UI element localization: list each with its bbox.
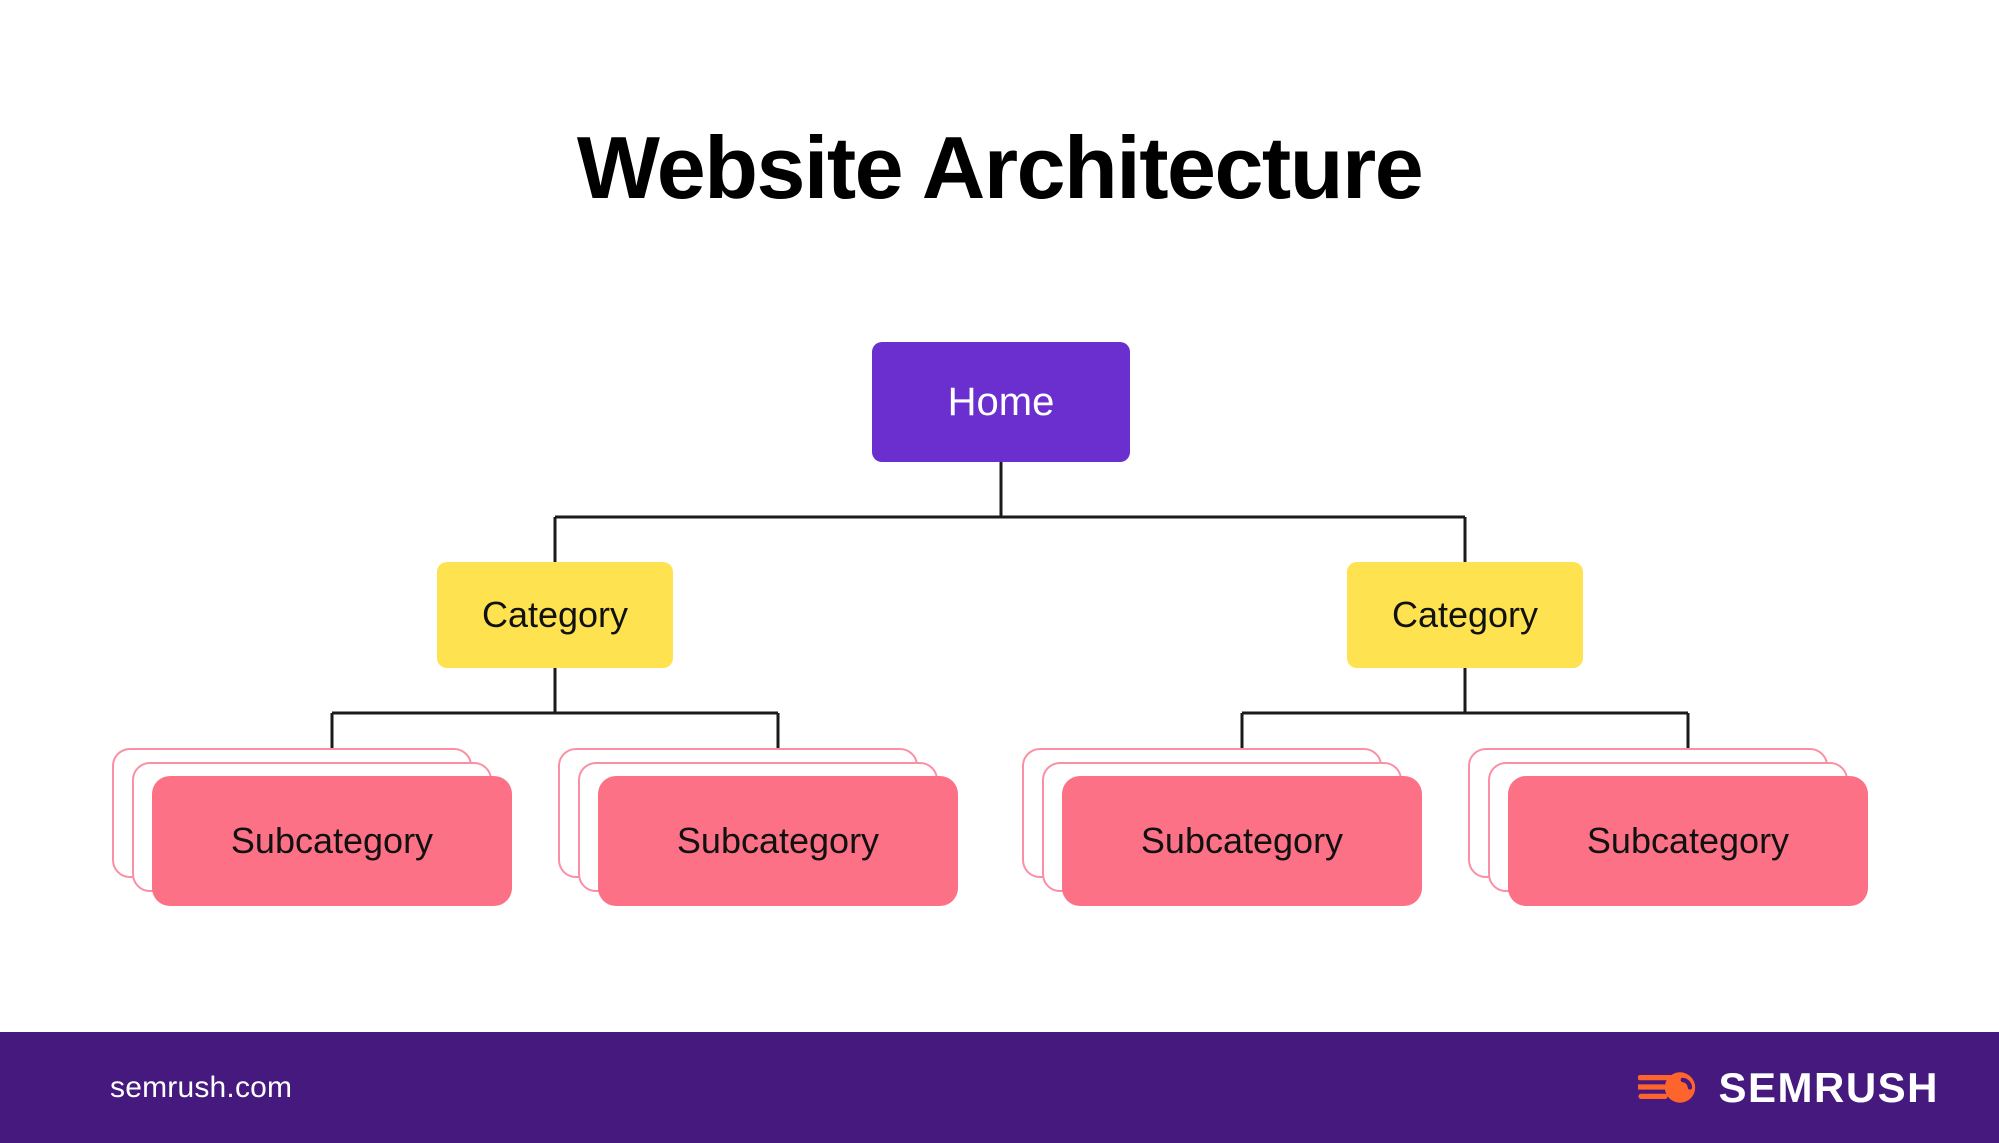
node-subcategory-stack-1[interactable]: Subcategory <box>112 748 512 906</box>
node-subcategory-stack-4[interactable]: Subcategory <box>1468 748 1868 906</box>
subcategory-card-front[interactable]: Subcategory <box>152 776 512 906</box>
footer-url-label: semrush.com <box>110 1070 293 1104</box>
subcategory-card-front[interactable]: Subcategory <box>1062 776 1422 906</box>
semrush-wordmark: SEMRUSH <box>1718 1063 1939 1111</box>
semrush-comet-icon <box>1638 1071 1696 1103</box>
node-category-right[interactable]: Category <box>1347 562 1583 668</box>
subcategory-card-front[interactable]: Subcategory <box>1508 776 1868 906</box>
website-architecture-diagram: Home Category Category Subcategory Subca… <box>112 342 1868 906</box>
node-subcategory-stack-3[interactable]: Subcategory <box>1022 748 1422 906</box>
node-category-left[interactable]: Category <box>437 562 673 668</box>
page-title: Website Architecture <box>576 118 1424 217</box>
subcategory-card-front[interactable]: Subcategory <box>598 776 958 906</box>
node-subcategory-stack-2[interactable]: Subcategory <box>558 748 958 906</box>
semrush-logo: SEMRUSH <box>1638 1064 1939 1112</box>
node-home[interactable]: Home <box>872 342 1130 462</box>
footer-bar: semrush.com SEMRUSH <box>0 1032 1999 1143</box>
